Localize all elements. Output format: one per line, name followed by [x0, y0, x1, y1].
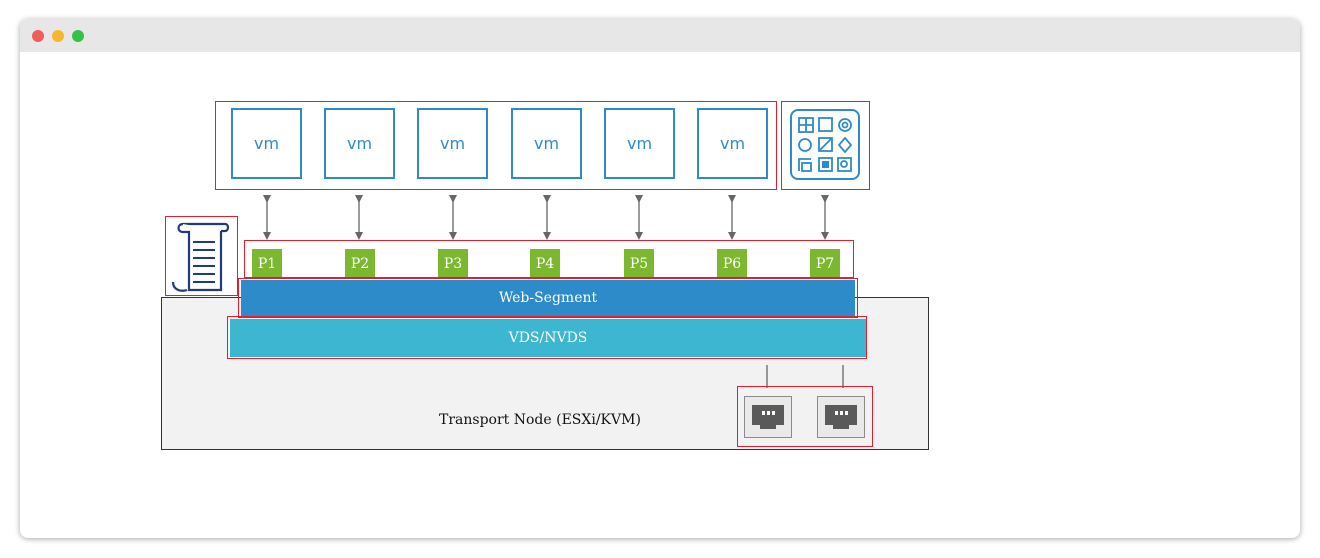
- vm-group-highlight: [215, 101, 777, 190]
- port-p4: P4: [530, 249, 560, 278]
- vm-box-1: vm: [231, 108, 302, 179]
- connection-arrows: [263, 195, 844, 388]
- uplinks-highlight: [737, 386, 873, 447]
- vds-bar: VDS/NVDS: [230, 319, 866, 357]
- vm-box-4: vm: [511, 108, 582, 179]
- web-segment-bar: Web-Segment: [241, 280, 855, 316]
- app-highlight: [781, 101, 870, 190]
- minimize-window-button[interactable]: [52, 30, 64, 42]
- port-p5: P5: [624, 249, 654, 278]
- network-port-icon: [817, 396, 865, 438]
- segment-highlight: [238, 278, 858, 318]
- port-p7: P7: [810, 249, 840, 278]
- transport-node-label: Transport Node (ESXi/KVM): [439, 412, 641, 428]
- vm-box-2: vm: [324, 108, 395, 179]
- vm-box-3: vm: [417, 108, 488, 179]
- port-p1: P1: [252, 249, 282, 278]
- port-p2: P2: [345, 249, 375, 278]
- maximize-window-button[interactable]: [72, 30, 84, 42]
- policy-scroll-icon: [169, 220, 231, 294]
- app-grid-icon: [790, 109, 860, 180]
- network-port-icon: [744, 396, 792, 438]
- vm-box-6: vm: [697, 108, 768, 179]
- vm-box-5: vm: [604, 108, 675, 179]
- port-p3: P3: [438, 249, 468, 278]
- ports-highlight: [244, 240, 854, 278]
- policy-highlight: [165, 216, 238, 296]
- close-window-button[interactable]: [32, 30, 44, 42]
- window-titlebar: [20, 19, 1300, 52]
- browser-window: Transport Node (ESXi/KVM) Web-Segment VD…: [20, 19, 1300, 538]
- vds-highlight: [227, 316, 867, 359]
- port-p6: P6: [717, 249, 747, 278]
